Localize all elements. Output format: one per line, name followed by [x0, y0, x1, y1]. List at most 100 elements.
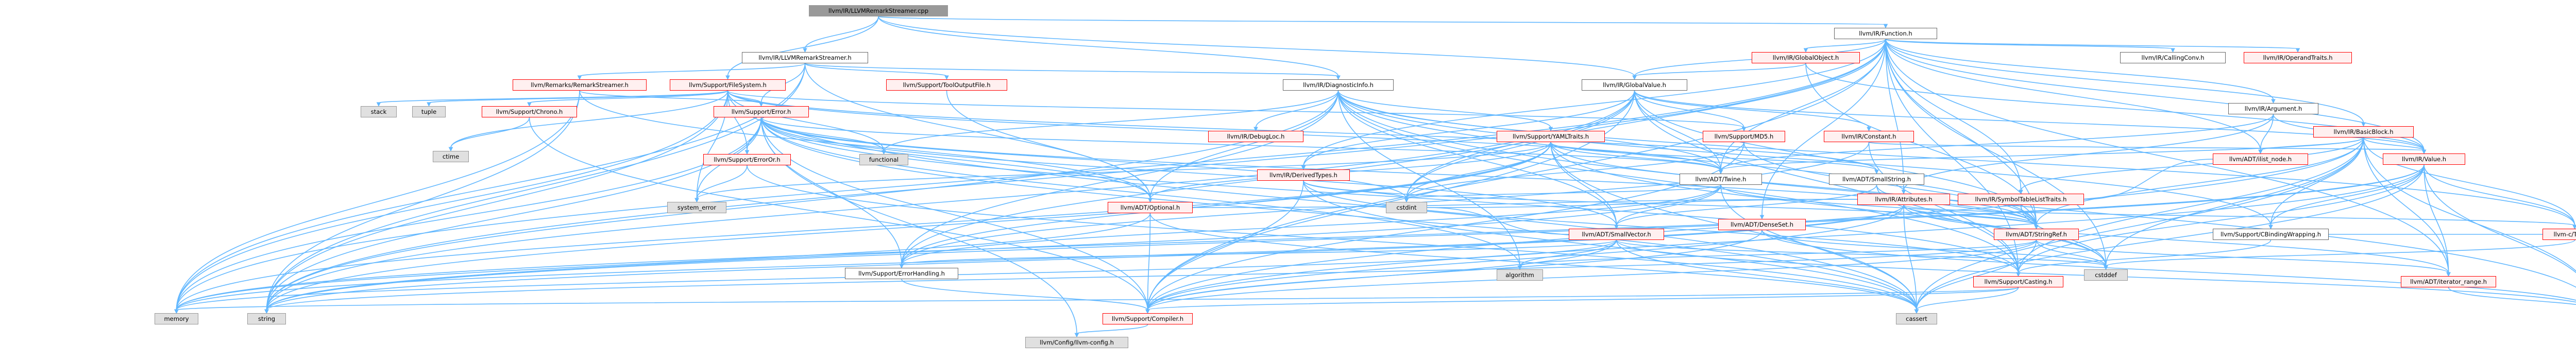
node-errorhandling[interactable]: llvm/Support/ErrorHandling.h — [845, 268, 958, 279]
edge-iteratorrange-to-iterator — [2448, 287, 2576, 305]
edge-stringref-to-compiler — [1147, 239, 2037, 311]
node-cbindingwrapping[interactable]: llvm/Support/CBindingWrapping.h — [2213, 229, 2329, 240]
edge-attributes-to-cassert — [1903, 204, 1917, 311]
edge-smallvector-to-cstddef — [1616, 239, 2107, 267]
edge-value-to-ctypes — [2424, 164, 2575, 226]
node-root[interactable]: llvm/IR/LLVMRemarkStreamer.cpp — [809, 5, 948, 16]
edge-llvmremarkstreamer-to-tooloutputfile — [804, 63, 947, 77]
node-constant[interactable]: llvm/IR/Constant.h — [1824, 131, 1914, 142]
node-iteratorrange[interactable]: llvm/ADT/iterator_range.h — [2401, 276, 2496, 287]
edge-smallstring-to-smallvector — [1616, 184, 1877, 226]
edge-arrowhead-root-to-llvmremarkstreamer — [803, 48, 807, 53]
edge-llvmremarkstreamer-to-string — [266, 63, 806, 311]
node-function[interactable]: llvm/IR/Function.h — [1834, 28, 1937, 39]
edge-diaginfo-to-functional — [883, 90, 1339, 151]
edge-root-to-function — [878, 16, 1886, 25]
edge-error-to-memory — [176, 117, 762, 311]
edge-arrowhead-smallvector-to-errorhandling — [899, 264, 904, 269]
node-remarkstreamer[interactable]: llvm/Remarks/RemarkStreamer.h — [513, 79, 647, 91]
node-optional[interactable]: llvm/ADT/Optional.h — [1108, 202, 1193, 213]
edge-function-to-globalobject — [1805, 39, 1886, 49]
edge-arrowhead-filesystem-to-chrono_h — [527, 102, 532, 107]
edge-stringref-to-cstddef — [2036, 239, 2107, 267]
edge-smallvector-to-algorithm — [1519, 239, 1617, 267]
edge-diaginfo-to-smallvector — [1337, 90, 1617, 226]
edge-arrowhead-constant-to-value — [2421, 149, 2427, 155]
edge-derivedtypes-to-compiler — [1147, 180, 1304, 311]
node-globalobject[interactable]: llvm/IR/GlobalObject.h — [1752, 52, 1860, 63]
node-yamltraits[interactable]: llvm/Support/YAMLTraits.h — [1497, 131, 1605, 142]
edge-root-to-diaginfo — [878, 16, 1339, 77]
edge-yamltraits-to-string — [266, 142, 1551, 311]
node-globalvalue[interactable]: llvm/IR/GlobalValue.h — [1582, 79, 1687, 91]
node-tuple: tuple — [412, 106, 446, 117]
edge-densemap-to-cstddef — [1761, 230, 2107, 267]
node-casting[interactable]: llvm/Support/Casting.h — [1973, 276, 2063, 287]
node-algorithm: algorithm — [1497, 269, 1543, 281]
node-twine[interactable]: llvm/ADT/Twine.h — [1680, 174, 1762, 185]
node-densemap[interactable]: llvm/ADT/DenseSet.h — [1718, 219, 1806, 230]
node-chrono-h[interactable]: llvm/Support/Chrono.h — [482, 106, 577, 117]
edge-filesystem-to-md5 — [727, 90, 1744, 128]
node-symboltable[interactable]: llvm/IR/SymbolTableListTraits.h — [1958, 194, 2084, 205]
edge-arrowhead-diaginfo-to-debugloc — [1253, 127, 1258, 132]
node-ilistnode[interactable]: llvm/ADT/ilist_node.h — [2213, 153, 2308, 165]
edge-function-to-stringref — [1885, 39, 2037, 226]
edge-arrowhead-stringref-to-string — [264, 309, 269, 314]
node-argument[interactable]: llvm/IR/Argument.h — [2228, 103, 2318, 114]
edge-error-to-cstdint — [760, 117, 1407, 199]
node-diaginfo[interactable]: llvm/IR/DiagnosticInfo.h — [1283, 79, 1394, 91]
node-value[interactable]: llvm/IR/Value.h — [2383, 153, 2465, 165]
edge-arrowhead-error-to-functional — [882, 150, 886, 155]
edge-globalvalue-to-derivedtypes — [1303, 90, 1635, 167]
edge-smallvector-to-cassert — [1616, 239, 1917, 311]
node-compiler[interactable]: llvm/Support/Compiler.h — [1103, 313, 1193, 324]
node-smallstring[interactable]: llvm/ADT/SmallString.h — [1829, 174, 1924, 185]
node-smallvector[interactable]: llvm/ADT/SmallVector.h — [1569, 229, 1664, 240]
edge-compiler-to-config — [1076, 324, 1148, 334]
node-attributes[interactable]: llvm/IR/Attributes.h — [1857, 194, 1950, 205]
edge-arrowhead-yamltraits-to-smallstring — [1874, 169, 1879, 175]
node-functional: functional — [859, 154, 908, 165]
node-ctypes[interactable]: llvm-c/Types.h — [2543, 229, 2576, 240]
edge-attributes-to-cstdint — [1427, 199, 1858, 208]
edge-arrowhead-function-to-operandtraits — [2295, 48, 2300, 53]
edge-errorhandling-to-compiler — [901, 279, 1148, 311]
node-error[interactable]: llvm/Support/Error.h — [714, 106, 809, 117]
node-md5[interactable]: llvm/Support/MD5.h — [1703, 131, 1785, 142]
edge-arrowhead-basicblock-to-ilistnode — [2258, 149, 2263, 155]
edge-stringref-to-algorithm — [1519, 239, 2037, 267]
node-callingconv[interactable]: llvm/IR/CallingConv.h — [2120, 52, 2226, 63]
edge-basicblock-to-symboltable — [2020, 137, 2364, 191]
edge-densemap-to-compiler — [1147, 230, 1762, 311]
node-stringref[interactable]: llvm/ADT/StringRef.h — [1994, 229, 2079, 240]
edge-densemap-to-iterator — [1761, 230, 2576, 301]
edge-constant-to-errorhandling — [901, 142, 1870, 265]
node-erroror[interactable]: llvm/Support/ErrorOr.h — [703, 154, 791, 165]
node-derivedtypes[interactable]: llvm/IR/DerivedTypes.h — [1257, 169, 1350, 181]
node-debugloc[interactable]: llvm/IR/DebugLoc.h — [1208, 131, 1303, 142]
edge-filesystem-to-ctime — [450, 90, 728, 148]
edge-basicblock-to-ctypes — [2363, 137, 2575, 226]
node-tooloutputfile[interactable]: llvm/Support/ToolOutputFile.h — [886, 79, 1007, 91]
edge-error-to-smallvector — [760, 117, 1617, 226]
edge-attributes-to-iteratorrange — [1903, 204, 2449, 273]
edge-filesystem-to-memory — [176, 90, 728, 311]
edge-arrowhead-casting-to-cassert — [1914, 309, 1919, 314]
edge-filesystem-to-cassert — [727, 90, 1917, 311]
node-basicblock[interactable]: llvm/IR/BasicBlock.h — [2313, 126, 2414, 138]
edge-diaginfo-to-algorithm — [1337, 90, 1520, 267]
edge-derivedtypes-to-cassert — [1303, 180, 1917, 311]
edge-root-to-llvmremarkstreamer — [804, 16, 879, 49]
node-llvmremarkstreamer[interactable]: llvm/IR/LLVMRemarkStreamer.h — [742, 52, 868, 63]
node-operandtraits[interactable]: llvm/IR/OperandTraits.h — [2244, 52, 2352, 63]
edge-error-to-algorithm — [760, 117, 1520, 267]
edge-remarkstreamer-to-memory — [176, 90, 580, 311]
edge-optional-to-compiler — [1147, 213, 1151, 311]
edge-arrowhead-diaginfo-to-yamltraits — [1548, 127, 1553, 132]
edge-function-to-derivedtypes — [1303, 39, 1886, 167]
node-filesystem[interactable]: llvm/Support/FileSystem.h — [670, 79, 786, 91]
dependency-edges — [174, 16, 2576, 338]
edge-twine-to-cstdint — [1406, 184, 1721, 199]
edge-arrowhead-attributes-to-ctypes — [2572, 225, 2576, 230]
